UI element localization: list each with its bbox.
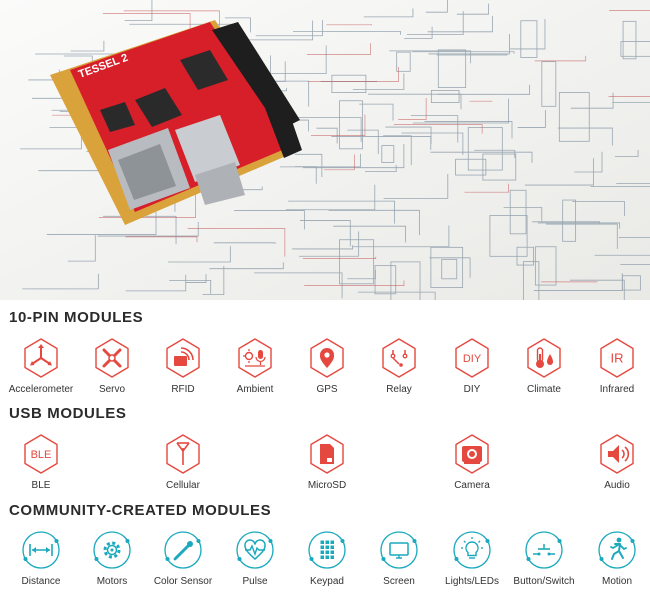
module-climate[interactable]: Climate	[504, 336, 584, 406]
module-label: BLE	[31, 480, 51, 491]
motors-icon	[93, 531, 131, 569]
module-diy[interactable]: DIY DIY	[432, 336, 512, 406]
module-rfid[interactable]: RFID	[143, 336, 223, 406]
module-lights-leds[interactable]: Lights/LEDs	[432, 528, 512, 598]
module-color-sensor[interactable]: Color Sensor	[143, 528, 223, 598]
module-label: Servo	[98, 384, 126, 395]
microsd-icon	[310, 434, 344, 474]
module-ble[interactable]: BLE BLE	[1, 432, 81, 502]
module-servo[interactable]: Servo	[72, 336, 152, 406]
module-label: Distance	[21, 576, 61, 587]
usb-modules-row: BLE BLE Cellular MicroSD Camera Audio	[0, 432, 650, 502]
module-label: Infrared	[599, 384, 635, 395]
tessel-board: TESSEL 2	[50, 20, 302, 225]
ambient-icon	[238, 338, 272, 378]
module-distance[interactable]: Distance	[1, 528, 81, 598]
module-label: Motors	[96, 576, 128, 587]
module-label: Motion	[601, 576, 632, 587]
module-camera[interactable]: Camera	[432, 432, 512, 502]
module-label: Audio	[604, 480, 630, 491]
keypad-icon	[308, 531, 346, 569]
module-label: DIY	[463, 384, 481, 395]
lights-leds-icon	[453, 531, 491, 569]
infrared-icon: IR	[600, 338, 634, 378]
rfid-icon	[166, 338, 200, 378]
svg-text:DIY: DIY	[463, 353, 482, 365]
svg-text:BLE: BLE	[31, 449, 52, 461]
module-label: Camera	[454, 480, 490, 491]
module-accelerometer[interactable]: Accelerometer	[1, 336, 81, 406]
motion-icon	[598, 531, 636, 569]
module-label: Accelerometer	[8, 384, 74, 395]
module-cellular[interactable]: Cellular	[143, 432, 223, 502]
module-button-switch[interactable]: Button/Switch	[504, 528, 584, 598]
module-relay[interactable]: Relay	[359, 336, 439, 406]
module-microsd[interactable]: MicroSD	[287, 432, 367, 502]
hero-photo: TESSEL 2	[0, 0, 650, 300]
module-audio[interactable]: Audio	[577, 432, 650, 502]
community-modules-row: Distance Motors Color Sensor Pulse Keypad Scr…	[0, 528, 650, 598]
pulse-icon	[236, 531, 274, 569]
module-label: MicroSD	[307, 480, 347, 491]
module-motors[interactable]: Motors	[72, 528, 152, 598]
distance-icon	[22, 531, 60, 569]
svg-text:IR: IR	[611, 351, 624, 366]
gps-icon	[310, 338, 344, 378]
pin-modules-row: Accelerometer Servo RFID Ambient GPS Relay DIY…	[0, 336, 650, 406]
module-pulse[interactable]: Pulse	[215, 528, 295, 598]
module-label: Screen	[383, 576, 415, 587]
module-gps[interactable]: GPS	[287, 336, 367, 406]
schematic-lines	[20, 0, 650, 300]
ble-icon: BLE	[24, 434, 58, 474]
module-label: Ambient	[236, 384, 274, 395]
module-label: GPS	[316, 384, 338, 395]
module-ambient[interactable]: Ambient	[215, 336, 295, 406]
section-title-usb-modules: USB MODULES	[9, 405, 127, 422]
module-motion[interactable]: Motion	[577, 528, 650, 598]
module-label: Lights/LEDs	[445, 576, 499, 587]
module-screen[interactable]: Screen	[359, 528, 439, 598]
board-on-schematic-image: TESSEL 2	[0, 0, 650, 300]
module-label: RFID	[171, 384, 195, 395]
module-label: Pulse	[242, 576, 268, 587]
diy-icon: DIY	[455, 338, 489, 378]
relay-icon	[382, 338, 416, 378]
color-sensor-icon	[164, 531, 202, 569]
module-label: Climate	[527, 384, 561, 395]
module-keypad[interactable]: Keypad	[287, 528, 367, 598]
screen-icon	[380, 531, 418, 569]
module-label: Color Sensor	[153, 576, 213, 587]
camera-icon	[455, 434, 489, 474]
module-label: Relay	[386, 384, 412, 395]
module-label: Cellular	[166, 480, 200, 491]
audio-icon	[600, 434, 634, 474]
climate-icon	[527, 338, 561, 378]
section-title-community-modules: COMMUNITY-CREATED MODULES	[9, 502, 272, 519]
module-infrared[interactable]: IR Infrared	[577, 336, 650, 406]
button-switch-icon	[525, 531, 563, 569]
module-label: Button/Switch	[513, 576, 575, 587]
module-label: Keypad	[310, 576, 344, 587]
section-title-10-pin-modules: 10-PIN MODULES	[9, 309, 144, 326]
accelerometer-icon	[24, 338, 58, 378]
servo-icon	[95, 338, 129, 378]
cellular-icon	[166, 434, 200, 474]
